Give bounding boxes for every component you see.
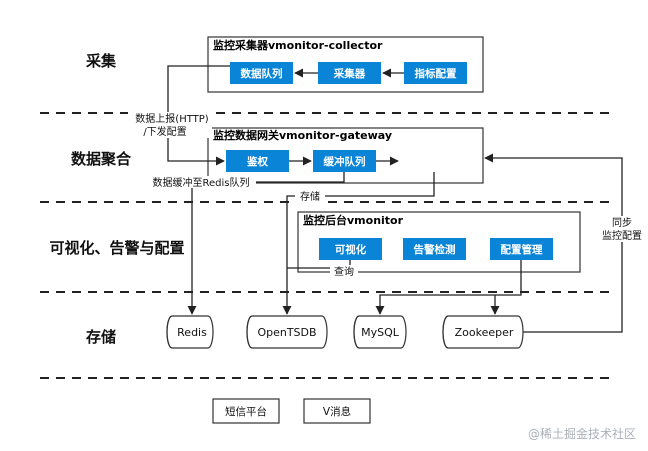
notify-sms: 短信平台 <box>212 398 280 424</box>
edge-label-report-2: /下发配置 <box>143 125 186 138</box>
layer-label-aggregate: 数据聚合 <box>71 150 132 168</box>
watermark: @稀土掘金技术社区 <box>528 426 636 441</box>
storage-redis-label: Redis <box>177 326 207 339</box>
collector-container: 监控采集器vmonitor-collector 数据队列 采集器 指标配置 <box>207 36 484 93</box>
gateway-title: 监控数据网关vmonitor-gateway <box>213 128 392 142</box>
edge-config-mysql <box>375 260 522 315</box>
edge-store-opentsdb <box>282 172 435 315</box>
node-visualize <box>319 238 382 260</box>
storage-opentsdb: OpenTSDB <box>246 315 328 349</box>
storage-mysql-label: MySQL <box>361 326 400 339</box>
node-auth-label: 鉴权 <box>246 155 268 168</box>
storage-mysql: MySQL <box>353 315 407 349</box>
notify-sms-label: 短信平台 <box>225 405 267 418</box>
node-buffer-queue <box>313 150 376 172</box>
edge-label-sync-1: 同步 <box>612 217 632 229</box>
storage-zookeeper: Zookeeper <box>442 315 524 349</box>
backend-title: 监控后台vmonitor <box>303 213 404 227</box>
node-alert-detect-label: 告警检测 <box>414 243 456 256</box>
node-metric-config <box>404 62 467 84</box>
collector-title: 监控采集器vmonitor-collector <box>213 38 383 52</box>
backend-container: 监控后台vmonitor 可视化 告警检测 配置管理 <box>297 211 581 273</box>
storage-redis: Redis <box>166 315 214 349</box>
storage-opentsdb-label: OpenTSDB <box>257 326 316 339</box>
node-collector-label: 采集器 <box>333 67 366 80</box>
gateway-container: 监控数据网关vmonitor-gateway 鉴权 缓冲队列 <box>207 127 484 184</box>
edge-sync-config <box>484 153 623 333</box>
node-data-queue-label: 数据队列 <box>240 67 283 80</box>
notify-vmsg-label: V消息 <box>323 405 351 418</box>
node-config-mgmt <box>490 238 553 260</box>
connectors <box>167 65 623 333</box>
notify-vmsg: V消息 <box>303 398 371 424</box>
node-config-mgmt-label: 配置管理 <box>501 243 543 256</box>
node-metric-config-label: 指标配置 <box>415 67 457 80</box>
node-data-queue <box>230 62 293 84</box>
edge-label-sync-2: 监控配置 <box>602 229 642 242</box>
layer-label-storage: 存储 <box>86 328 116 346</box>
edge-label-query: 查询 <box>334 265 354 278</box>
edge-label-report-1: 数据上报(HTTP) <box>135 112 208 125</box>
layer-label-collect: 采集 <box>85 52 117 70</box>
node-visualize-label: 可视化 <box>335 243 367 256</box>
edge-buffer-to-redis <box>187 172 345 315</box>
edge-label-store: 存储 <box>300 190 320 203</box>
node-auth <box>226 150 289 172</box>
edge-label-buffer-redis: 数据缓冲至Redis队列 <box>153 176 250 189</box>
node-alert-detect <box>403 238 466 260</box>
layer-label-visualize: 可视化、告警与配置 <box>49 239 184 257</box>
storage-zookeeper-label: Zookeeper <box>455 326 514 339</box>
node-collector <box>318 62 381 84</box>
node-buffer-queue-label: 缓冲队列 <box>323 155 366 168</box>
